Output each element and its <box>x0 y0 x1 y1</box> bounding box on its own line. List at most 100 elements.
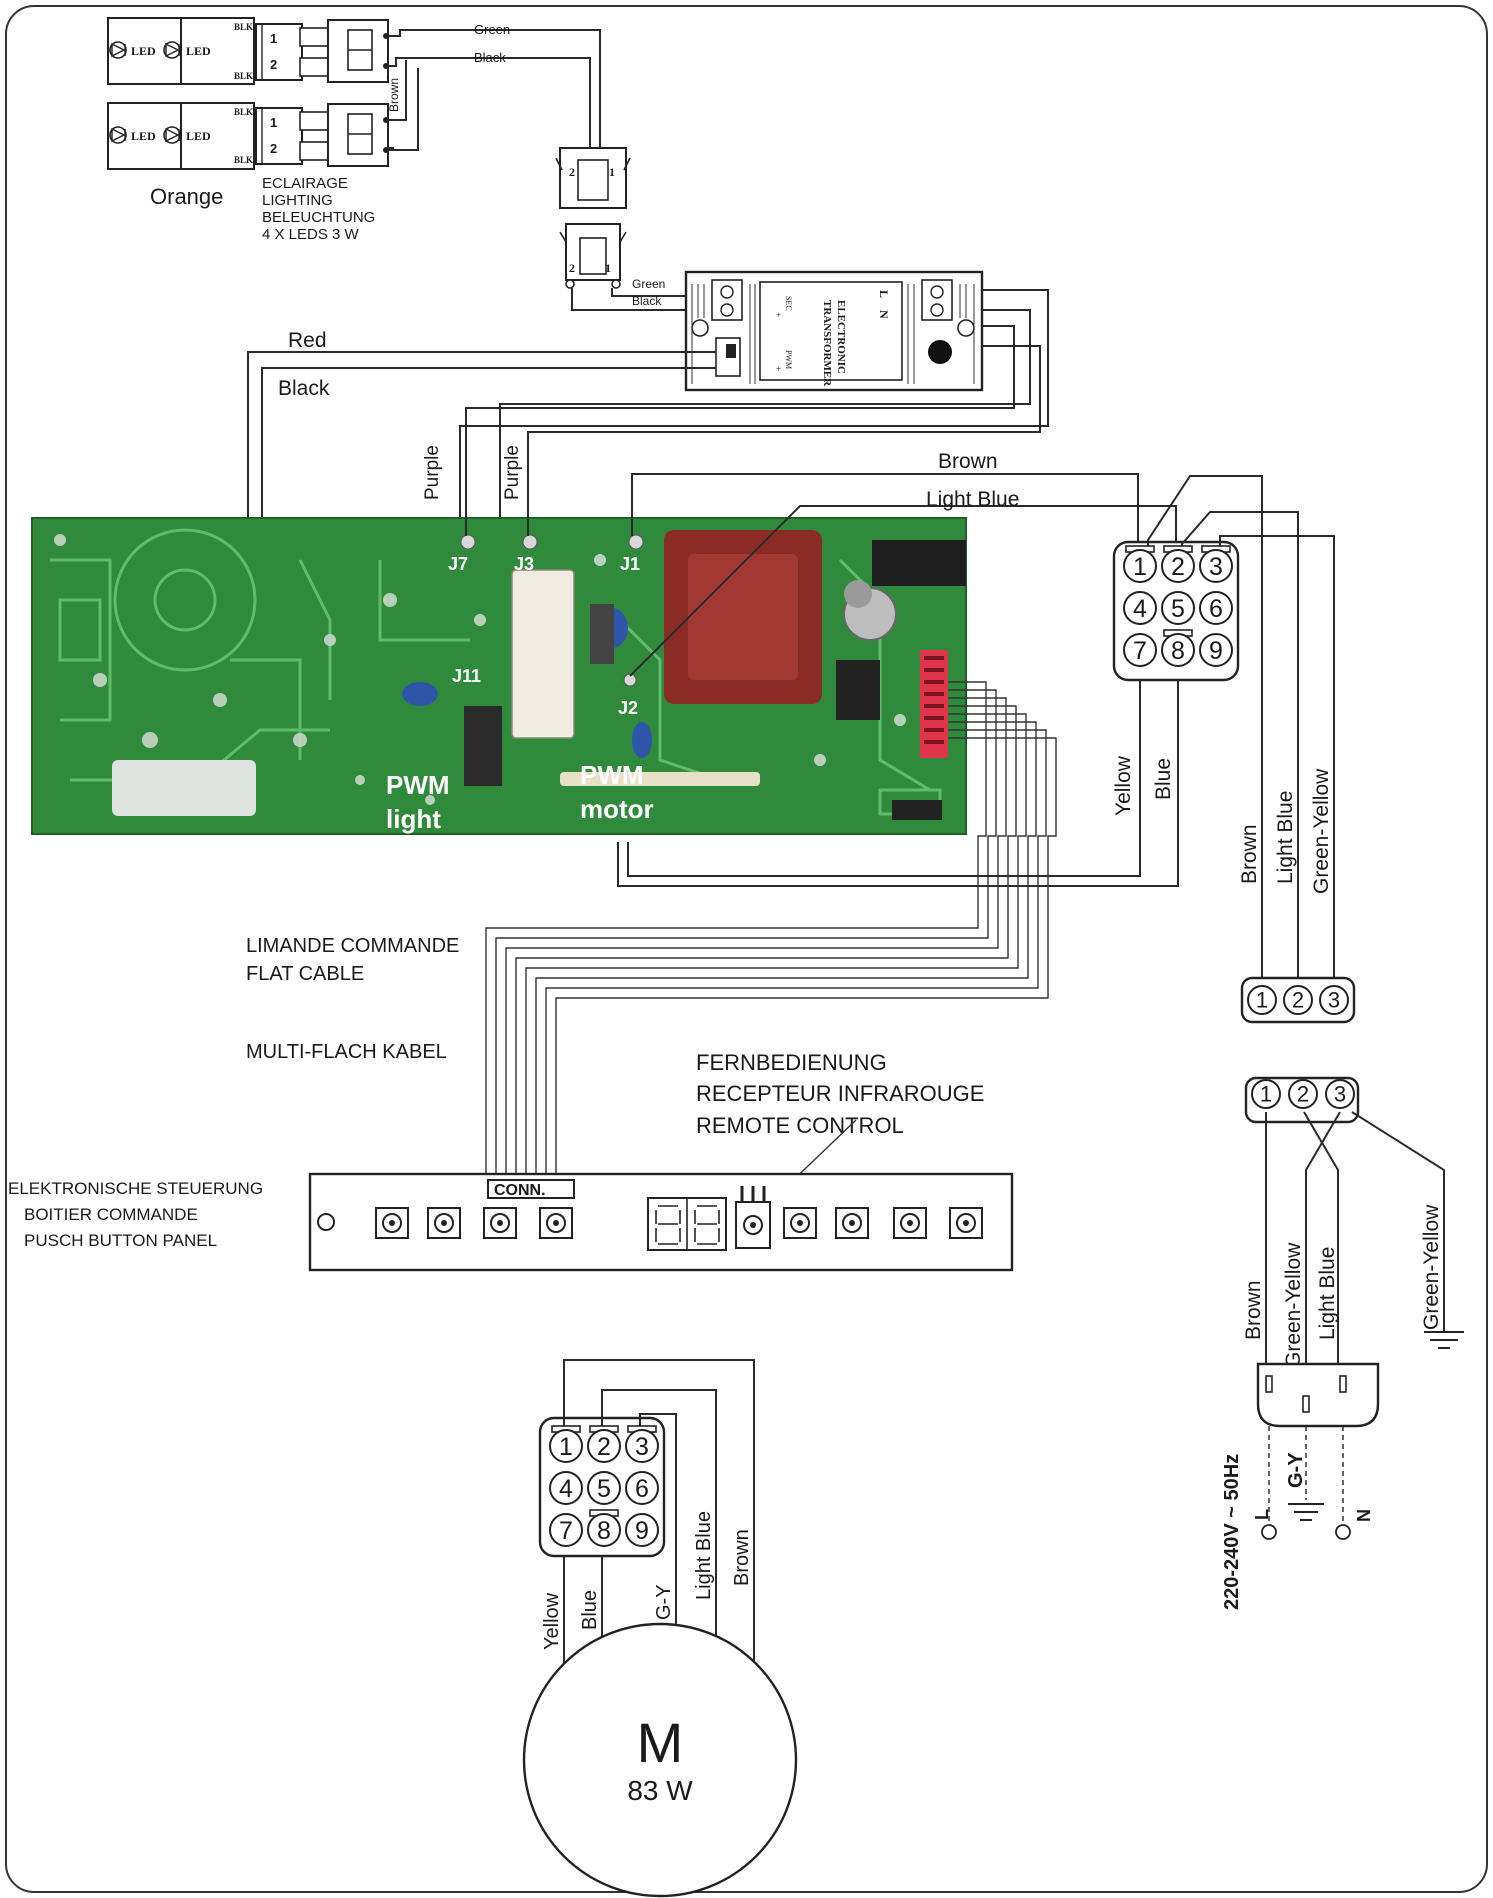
pin-label: 1 <box>270 115 277 130</box>
panel-button[interactable] <box>835 1207 869 1239</box>
motor-connector-pin: 5 <box>587 1471 621 1505</box>
panel-button[interactable] <box>375 1207 409 1239</box>
panel-button[interactable] <box>949 1207 983 1239</box>
led-label: LED <box>186 129 211 143</box>
wire-label-green: Green <box>474 22 510 37</box>
plug-pin: 1 <box>1251 1079 1281 1109</box>
control-pcb <box>31 517 967 835</box>
motor-wire-brown <box>563 1359 755 1672</box>
led-icon <box>109 41 127 59</box>
wire-light-blue <box>629 505 1177 677</box>
flat-cable-wire <box>555 737 1057 1174</box>
mains-wire-light-blue: Light Blue <box>1274 791 1297 884</box>
led-icon <box>163 41 181 59</box>
wire-label-red: Red <box>288 329 327 352</box>
led-caption-4: 4 X LEDS 3 W <box>262 226 360 243</box>
seven-segment-display <box>647 1197 727 1251</box>
plug-label-light-blue: Light Blue <box>1316 1247 1339 1340</box>
motor-label-light-blue: Light Blue <box>693 1511 715 1600</box>
push-button-panel <box>308 1172 1014 1272</box>
pcb-j11: J11 <box>452 666 481 686</box>
plug-label-brown: Brown <box>1242 1280 1265 1340</box>
mains-terminal-pin: 2 <box>1283 985 1313 1015</box>
motor-connector-pin: 2 <box>587 1425 621 1463</box>
motor-wire-light-blue <box>601 1389 717 1644</box>
pin-number: 8 <box>597 1517 611 1545</box>
pin-number: 6 <box>1209 595 1223 623</box>
panel-button[interactable] <box>483 1207 517 1239</box>
blk-label: BLK <box>234 107 253 117</box>
wire-label-yellow: Yellow <box>1112 755 1135 816</box>
trafo-title-2: TRANSFORMER <box>821 300 833 387</box>
flat-cable-label-1: LIMANDE COMMANDE <box>246 935 459 957</box>
plug-label-green-yellow: Green-Yellow <box>1282 1242 1305 1368</box>
pcb-pwm-light-1: PWM <box>386 770 450 800</box>
wire <box>499 309 1031 538</box>
panel-button[interactable] <box>427 1207 461 1239</box>
wire-brown <box>631 473 1139 560</box>
wire-label-light-blue: Light Blue <box>926 488 1019 511</box>
connector-pin: 5 <box>1161 591 1195 625</box>
connector-pin: 9 <box>1199 633 1233 667</box>
wire-label-black: Black <box>278 377 330 400</box>
pin-number: 3 <box>1328 988 1340 1013</box>
pcb-j2: J2 <box>618 698 638 718</box>
pin-number: 3 <box>1334 1082 1346 1107</box>
mains-plug-icon <box>1256 1362 1380 1540</box>
flat-cable <box>485 681 1057 1174</box>
ir-receiver-icon <box>735 1186 771 1249</box>
pin-number: 2 <box>1292 988 1304 1013</box>
led-wires <box>388 29 601 151</box>
conn-pin-2: 2 <box>569 165 575 179</box>
led-caption-3: BELEUCHTUNG <box>262 209 375 226</box>
wire-blue <box>617 680 1179 887</box>
led-caption-1: ECLAIRAGE <box>262 175 348 192</box>
ground-icon <box>1424 1331 1464 1349</box>
pcb-pwm-motor-2: motor <box>580 794 654 824</box>
panel-button[interactable] <box>539 1207 573 1239</box>
led-color-label: Orange <box>150 184 223 209</box>
pin-number: 4 <box>1133 595 1147 623</box>
trafo-plus: + <box>776 310 781 320</box>
flat-cable-label-3: MULTI-FLACH KABEL <box>246 1041 447 1063</box>
flat-cable-wire <box>495 689 997 1174</box>
blk-label: BLK <box>234 155 253 165</box>
trafo-plus: + <box>776 364 781 374</box>
plug-gy: G-Y <box>1285 1452 1307 1488</box>
motor-label-brown: Brown <box>731 1529 753 1586</box>
panel-button[interactable] <box>893 1207 927 1239</box>
panel-conn-label: CONN. <box>494 1182 546 1199</box>
panel-button[interactable] <box>783 1207 817 1239</box>
motor-connector-pin: 9 <box>625 1513 659 1547</box>
remote-label-1: FERNBEDIENUNG <box>696 1050 887 1075</box>
panel-label-3: PUSCH BUTTON PANEL <box>24 1231 217 1250</box>
plug-pin: 3 <box>1325 1079 1355 1109</box>
led-label: LED <box>186 44 211 58</box>
panel-label-2: BOITIER COMMANDE <box>24 1205 198 1224</box>
trafo-title-1: ELECTRONIC <box>835 300 847 374</box>
motor-icon <box>522 1622 798 1898</box>
pin-label: 1 <box>270 31 277 46</box>
connector-pin: 4 <box>1123 591 1157 625</box>
led-icon <box>109 126 127 144</box>
motor-connector-pin: 3 <box>625 1425 659 1463</box>
page-border <box>5 5 1488 1893</box>
trafo-n: N <box>877 310 891 319</box>
wire-label-black: Black <box>474 50 506 65</box>
remote-label-2: RECEPTEUR INFRAROUGE <box>696 1081 984 1106</box>
wire-yellow <box>627 680 1141 877</box>
led-label: LED <box>131 44 156 58</box>
led-caption-2: LIGHTING <box>262 192 333 209</box>
trafo-sec: SEC <box>784 296 793 311</box>
plug-voltage: 220-240V ~ 50Hz <box>1221 1454 1243 1610</box>
conn-pin-1: 1 <box>609 165 615 179</box>
pin-number: 1 <box>1260 1082 1272 1107</box>
pcb-j1: J1 <box>620 554 640 574</box>
pin-number: 7 <box>559 1517 573 1545</box>
trafo-pwm: PWM <box>784 350 793 369</box>
plug-n: N <box>1354 1509 1374 1522</box>
pin-number: 3 <box>635 1433 649 1461</box>
wire-purple <box>527 345 1041 536</box>
